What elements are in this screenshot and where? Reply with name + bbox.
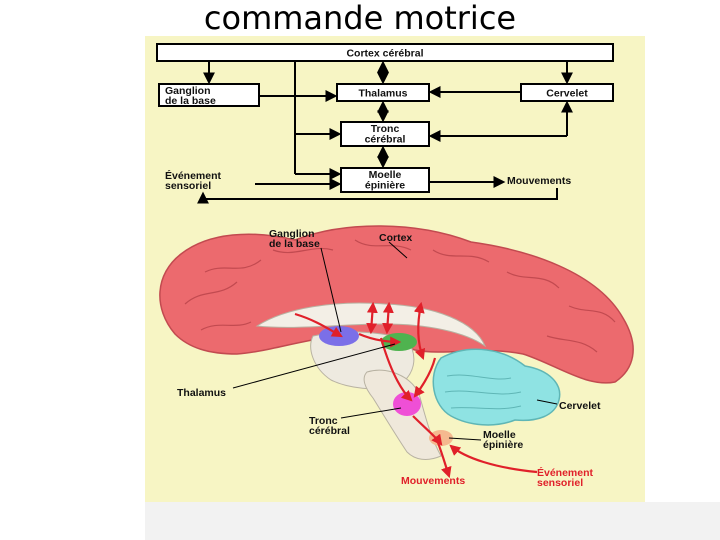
corpus-callosum	[255, 302, 487, 348]
box-tronc-label-1: Tronc	[371, 123, 400, 135]
brain-label-mouvements: Mouvements	[401, 475, 465, 487]
cervelet-folds	[444, 374, 522, 410]
text-evenement-2: sensoriel	[165, 180, 211, 192]
brain-label-evenement-1: Événement	[537, 466, 594, 479]
red-pathways	[294, 301, 538, 479]
leader-lines	[232, 241, 558, 441]
motor-control-figure: Cortex cérébral Ganglion de la base Thal…	[145, 36, 645, 502]
box-cervelet-label: Cervelet	[546, 88, 588, 100]
brain-label-thalamus: Thalamus	[177, 387, 226, 399]
slide-title: commande motrice	[203, 0, 517, 37]
box-tronc-label-2: cérébral	[365, 134, 406, 146]
bottom-strip	[145, 502, 720, 540]
brain-label-moelle-1: Moelle	[483, 429, 516, 441]
brain-label-tronc-1: Tronc	[309, 415, 338, 427]
brain-label-moelle-2: épinière	[483, 439, 523, 451]
brain-label-ganglion-2: de la base	[269, 238, 320, 250]
box-moelle-label-2: épinière	[365, 180, 405, 192]
brain-illustration: Ganglion de la base Cortex Thalamus Tron…	[159, 225, 634, 489]
tronc-region	[393, 392, 421, 416]
cortex-folds	[184, 239, 616, 353]
box-moelle-label-1: Moelle	[369, 169, 402, 181]
brain-label-cervelet: Cervelet	[559, 400, 601, 412]
box-ganglion-label-2: de la base	[165, 95, 216, 107]
box-thalamus: Thalamus	[336, 83, 430, 102]
box-ganglion-label-1: Ganglion	[165, 85, 211, 97]
box-cortex: Cortex cérébral	[156, 43, 614, 62]
brain-label-tronc-2: cérébral	[309, 425, 350, 437]
cervelet-region	[432, 348, 561, 426]
text-mouvements: Mouvements	[507, 175, 571, 187]
brain-label-evenement-2: sensoriel	[537, 477, 583, 489]
brain-label-ganglion-1: Ganglion	[269, 228, 315, 240]
flow-arrows	[197, 60, 573, 204]
box-thalamus-label: Thalamus	[358, 88, 407, 100]
box-tronc: Tronc cérébral	[340, 121, 430, 147]
flow-diagram: Cortex cérébral Ganglion de la base Thal…	[156, 43, 614, 204]
box-moelle: Moelle épinière	[340, 167, 430, 193]
box-cervelet: Cervelet	[520, 83, 614, 102]
text-evenement-1: Événement	[165, 169, 222, 182]
box-ganglion: Ganglion de la base	[158, 83, 260, 107]
figure-canvas: Cortex cérébral Ganglion de la base Thal…	[145, 36, 645, 502]
brain-label-cortex: Cortex	[379, 232, 412, 244]
box-cortex-label: Cortex cérébral	[346, 48, 423, 60]
